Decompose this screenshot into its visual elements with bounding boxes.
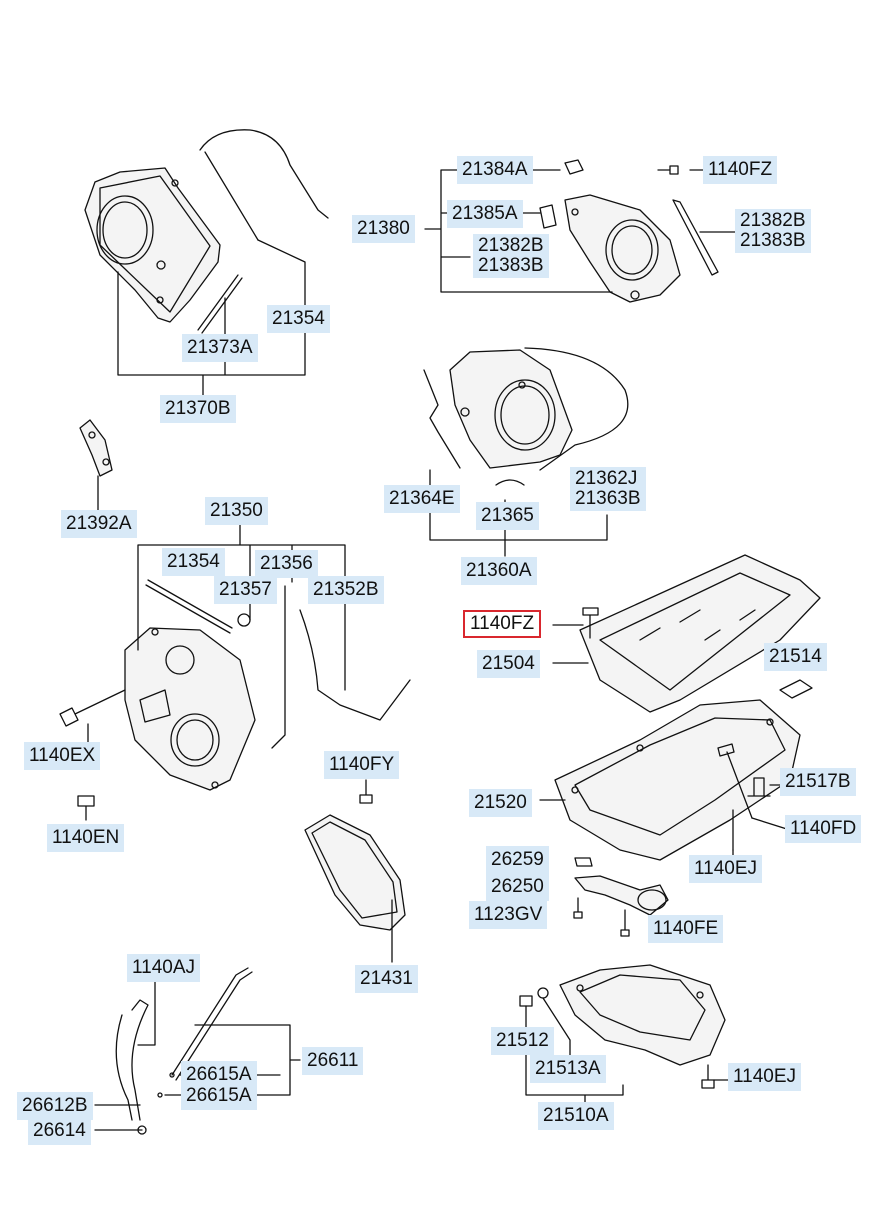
label-1140EJ-upper: 1140EJ [689,855,763,883]
bolt-1140EN-part [77,795,95,821]
label-21513A: 21513A [530,1055,606,1083]
pipe-21356-part [271,585,286,749]
label-21362J-21363B: 21362J 21363B [570,467,646,511]
label-21520: 21520 [469,789,532,817]
label-1140FZ-top: 1140FZ [703,156,778,184]
dipstick-tube-26612B-part [115,999,149,1121]
bolt-21517B-part [747,777,771,797]
label-1140EN: 1140EN [47,824,125,852]
label-21350: 21350 [205,497,268,525]
bracket-21392A-part [79,419,113,477]
bolt-1140FD-part [717,743,753,819]
oil-pan-21520-part [554,699,801,861]
label-21354-lower: 21354 [162,548,225,576]
label-1140FZ-highlighted: 1140FZ [463,610,542,638]
label-21364E: 21364E [384,485,460,513]
clip-21385A-part [539,204,557,229]
label-21517B: 21517B [780,768,856,796]
seal-21357-part [237,613,251,627]
upper-timing-cover-part [84,167,221,323]
label-21431: 21431 [355,965,418,993]
label-26612B: 26612B [17,1092,93,1120]
bolt-1123GV-part [573,897,583,919]
label-21380: 21380 [352,215,415,243]
label-21383B-b: 21383B [478,255,544,276]
label-21385A: 21385A [447,200,523,228]
label-21512: 21512 [491,1027,554,1055]
cover-gasket-21354-part [199,129,329,219]
label-21383B-a: 21383B [740,230,806,251]
bolt-1140FY-part [359,779,373,804]
bolt-1140FE-part [620,909,630,937]
label-21365: 21365 [476,502,539,530]
gasket-21362J-part [524,347,629,471]
gasket-21513A-part [537,987,549,999]
label-21370B: 21370B [160,395,236,423]
label-1140FE: 1140FE [648,915,724,943]
baffle-plate-21504-part [579,554,821,713]
label-21360A: 21360A [461,557,537,585]
gasket-21354-lower-part [145,579,233,634]
gasket-26259-part [574,857,593,867]
plate-21431-part [304,814,406,931]
label-1140FY: 1140FY [324,751,400,779]
timing-cover-21360A-part [449,349,573,469]
label-26614: 26614 [28,1117,91,1145]
drain-plug-21512-part [519,995,533,1007]
gasket-21352B-part [299,609,411,721]
label-26250: 26250 [486,873,549,901]
label-21510A: 21510A [538,1102,614,1130]
bolt-1140FZ-hl-part [582,607,599,639]
lower-timing-cover-part [124,627,256,791]
label-21363B: 21363B [575,488,641,509]
seal-21365-part [495,479,525,486]
gasket-21364E-part [423,369,461,469]
clip-21514-part [779,679,813,699]
label-1140AJ: 1140AJ [127,954,201,982]
label-21362J: 21362J [575,468,638,489]
label-21382B-21383B-right: 21382B 21383B [735,209,811,253]
bolt-1140EJ-lower-part [701,1064,715,1089]
label-21384A: 21384A [457,156,533,184]
label-1140EX: 1140EX [24,742,101,770]
label-26259: 26259 [486,846,549,874]
label-26611: 26611 [302,1047,364,1075]
bolt-1140FZ-top-part [657,165,679,175]
bolt-1140EX-part [59,689,126,727]
label-21514: 21514 [764,643,827,671]
clip-21384A-part [564,159,584,175]
gasket-21382B-part [672,199,719,276]
label-21382B-21383B-left: 21382B 21383B [473,234,549,278]
label-1140EJ-lower: 1140EJ [728,1063,802,1091]
label-1140FD: 1140FD [785,815,862,843]
label-21357: 21357 [214,576,277,604]
label-26615A-b: 26615A [181,1082,257,1110]
label-1123GV: 1123GV [469,901,548,929]
label-21354-top: 21354 [267,305,330,333]
label-21392A: 21392A [61,510,137,538]
dipstick-26611-part [171,967,253,1081]
label-21504: 21504 [477,650,540,678]
strainer-26250-part [574,875,669,916]
label-21382B-a: 21382B [740,210,806,231]
label-21356: 21356 [255,550,318,578]
label-21373A: 21373A [182,334,258,362]
oil-pan-21510A-part [559,964,726,1066]
label-21352B: 21352B [308,576,384,604]
seal-strip-21373A-part [197,274,243,334]
label-21382B-b: 21382B [478,235,544,256]
timing-cover-21380-part [564,194,681,303]
